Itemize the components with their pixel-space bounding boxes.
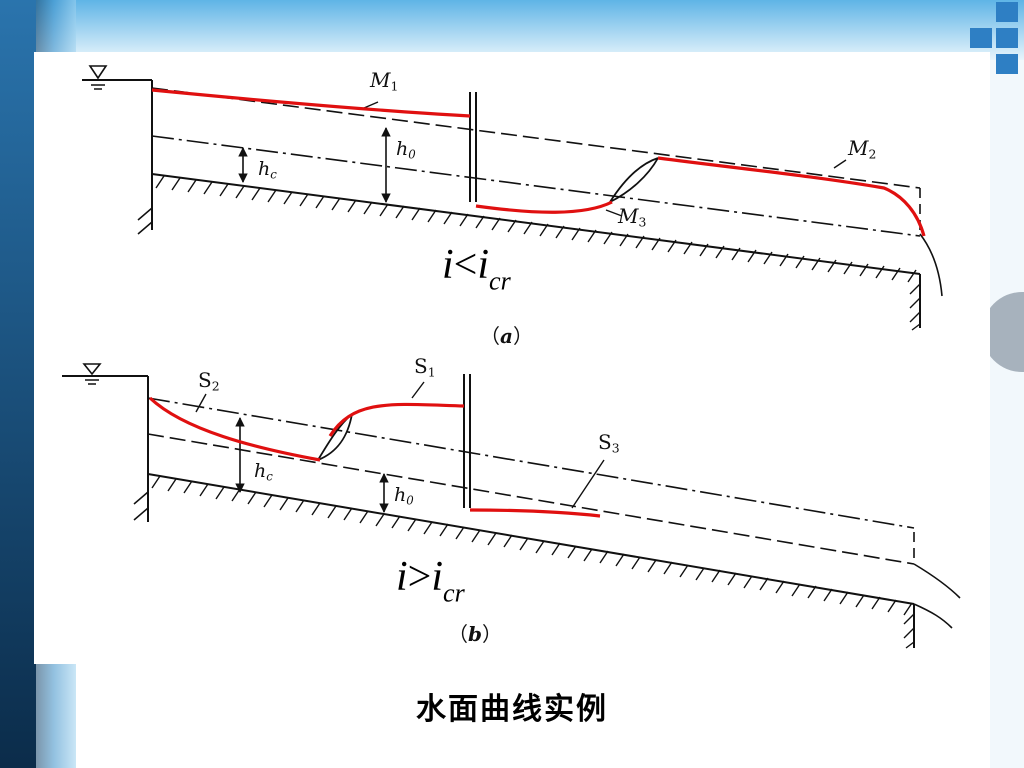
figure-panel: M1 M2 M3 h0 hc i<icr （a） S2 S1 S3 hc h0 … [34,52,990,664]
curve-label-s3: S3 [598,430,620,456]
depth-label-h0-a: h0 [396,138,416,162]
deco-square [970,28,992,48]
curve-m1 [151,88,471,118]
deco-square [996,28,1018,48]
depth-label-h0-b: h0 [394,484,414,508]
depth-label-hc-b: hc [254,460,273,484]
curve-s2 [148,396,321,462]
figure-label-a: （a） [480,324,533,348]
water-level-symbol [82,65,152,90]
water-surface-curves-b [148,396,601,518]
channel-bed-b [147,473,915,605]
condition-a: i<icr [442,242,511,296]
figure-a [82,65,943,331]
deco-circle [982,292,1024,372]
curve-m2 [657,156,926,237]
curve-label-s2: S2 [198,368,220,394]
curve-s1 [328,402,465,437]
bed-hatch-b [151,475,913,616]
curve-label-m1: M1 [370,68,399,94]
normal-depth-line-b [147,433,915,565]
figure-label-b: （b） [448,622,502,646]
slide-caption: 水面曲线实例 [416,692,608,727]
figure-b [62,363,961,649]
deco-square [996,54,1018,74]
critical-depth-line-b [147,397,915,529]
deco-square [996,2,1018,22]
critical-depth-line-a [151,135,921,237]
curve-label-s1: S1 [414,354,436,380]
channel-bed-a [151,173,921,275]
water-level-symbol [62,363,148,385]
water-surface-curves-a [151,88,926,237]
bed-hatch-a [155,175,917,283]
curve-label-m2: M2 [848,136,877,162]
normal-depth-line-a [151,87,921,189]
curve-label-m3: M3 [618,204,647,230]
curve-s3 [469,508,601,518]
curve-m3 [475,200,613,214]
water-surface-diagram [62,65,961,649]
condition-b: i>icr [396,554,465,608]
depth-label-hc-a: hc [258,158,277,182]
